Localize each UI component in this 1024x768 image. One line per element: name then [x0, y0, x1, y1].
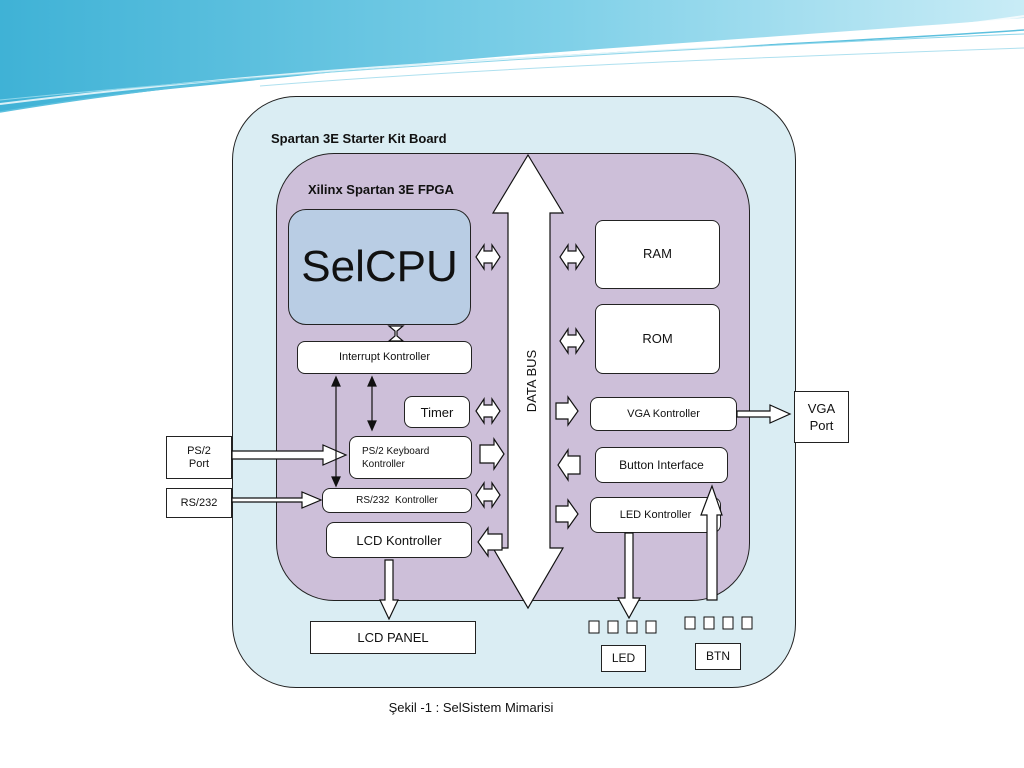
ram-label: RAM	[643, 246, 672, 261]
caption-background	[278, 698, 664, 728]
rom-label: ROM	[642, 331, 673, 346]
vga-port-label-line1: VGA	[807, 401, 836, 416]
led-label: LED	[611, 651, 636, 665]
rs232-controller-label: RS/232 Kontroller	[356, 495, 438, 506]
ps2-port-box: PS/2 Port	[166, 436, 232, 479]
arrowhead-interrupt-rs232-bottom	[331, 476, 341, 488]
btn-indicator	[684, 616, 696, 630]
ps2-port-label-line2: Port	[188, 457, 210, 470]
data-bus-arrow	[491, 153, 565, 610]
arrow-btn-up-to-interface	[700, 484, 723, 601]
arrowhead-interrupt-ps2kbd-bottom	[367, 420, 377, 432]
button-interface-block: Button Interface	[595, 447, 728, 483]
arrowhead-interrupt-ps2kbd-top	[367, 375, 377, 387]
cpu-label: SelCPU	[301, 242, 458, 291]
arrow-bus-to-led	[555, 498, 579, 530]
lcd-panel-box: LCD PANEL	[310, 621, 476, 654]
rs232-port-label: RS/232	[180, 496, 218, 509]
btn-indicator	[741, 616, 753, 630]
board-title: Spartan 3E Starter Kit Board	[271, 131, 447, 146]
led-controller-block: LED Kontroller	[590, 497, 721, 533]
figure-caption: Şekil -1 : SelSistem Mimarisi	[388, 700, 554, 715]
ps2-keyboard-controller-label-line1: PS/2 Keyboard	[362, 445, 430, 457]
timer-block: Timer	[404, 396, 470, 428]
arrow-button-to-bus	[557, 448, 581, 482]
btn-box: BTN	[695, 643, 741, 670]
ps2-keyboard-controller-label-line2: Kontroller	[362, 458, 405, 470]
button-interface-label: Button Interface	[619, 457, 704, 472]
btn-label: BTN	[706, 649, 730, 663]
cpu-block: SelCPU	[288, 209, 471, 325]
arrow-cpu-interrupt	[387, 325, 405, 342]
interrupt-controller-block: Interrupt Kontroller	[297, 341, 472, 374]
bus-arrow-cpu	[475, 243, 501, 271]
led-indicator	[645, 620, 657, 634]
vga-controller-label: VGA Kontroller	[627, 407, 700, 420]
vga-controller-block: VGA Kontroller	[590, 397, 737, 431]
arrow-lcd-to-panel	[379, 559, 399, 621]
timer-label: Timer	[420, 404, 454, 420]
arrow-led-controller-down	[616, 532, 642, 620]
lcd-controller-block: LCD Kontroller	[326, 522, 472, 558]
rs232-controller-block: RS/232 Kontroller	[322, 488, 472, 513]
btn-indicator	[703, 616, 715, 630]
rs232-port-box: RS/232	[166, 488, 232, 518]
ps2-keyboard-controller-block: PS/2 Keyboard Kontroller	[349, 436, 472, 479]
arrow-bus-to-lcd	[477, 526, 503, 558]
arrow-vga-to-port	[736, 404, 792, 424]
bus-arrow-ram	[559, 243, 585, 271]
lcd-controller-label: LCD Kontroller	[356, 532, 442, 548]
arrowhead-interrupt-rs232-top	[331, 375, 341, 387]
bus-arrow-rs232	[475, 481, 501, 509]
led-indicator	[626, 620, 638, 634]
arrow-ps2port-to-keyboard	[231, 444, 348, 466]
led-controller-label: LED Kontroller	[619, 508, 692, 521]
fpga-title: Xilinx Spartan 3E FPGA	[308, 182, 454, 197]
led-indicator	[588, 620, 600, 634]
led-indicator	[607, 620, 619, 634]
arrow-bus-to-vga	[555, 395, 579, 427]
bus-arrow-timer	[475, 397, 501, 425]
vga-port-label-line2: Port	[809, 418, 834, 433]
led-box: LED	[601, 645, 646, 672]
header-wave-decoration	[0, 0, 1024, 113]
ps2-port-label-line1: PS/2	[187, 444, 211, 457]
vga-port-box: VGA Port	[794, 391, 849, 443]
arrow-ps2kbd-to-bus	[479, 437, 505, 471]
data-bus-label: DATA BUS	[524, 349, 539, 412]
interrupt-controller-label: Interrupt Kontroller	[338, 351, 431, 363]
btn-indicator	[722, 616, 734, 630]
arrow-rs232port-to-controller	[231, 491, 323, 509]
ram-block: RAM	[595, 220, 720, 289]
rom-block: ROM	[595, 304, 720, 374]
lcd-panel-label: LCD PANEL	[357, 630, 429, 645]
bus-arrow-rom	[559, 327, 585, 355]
